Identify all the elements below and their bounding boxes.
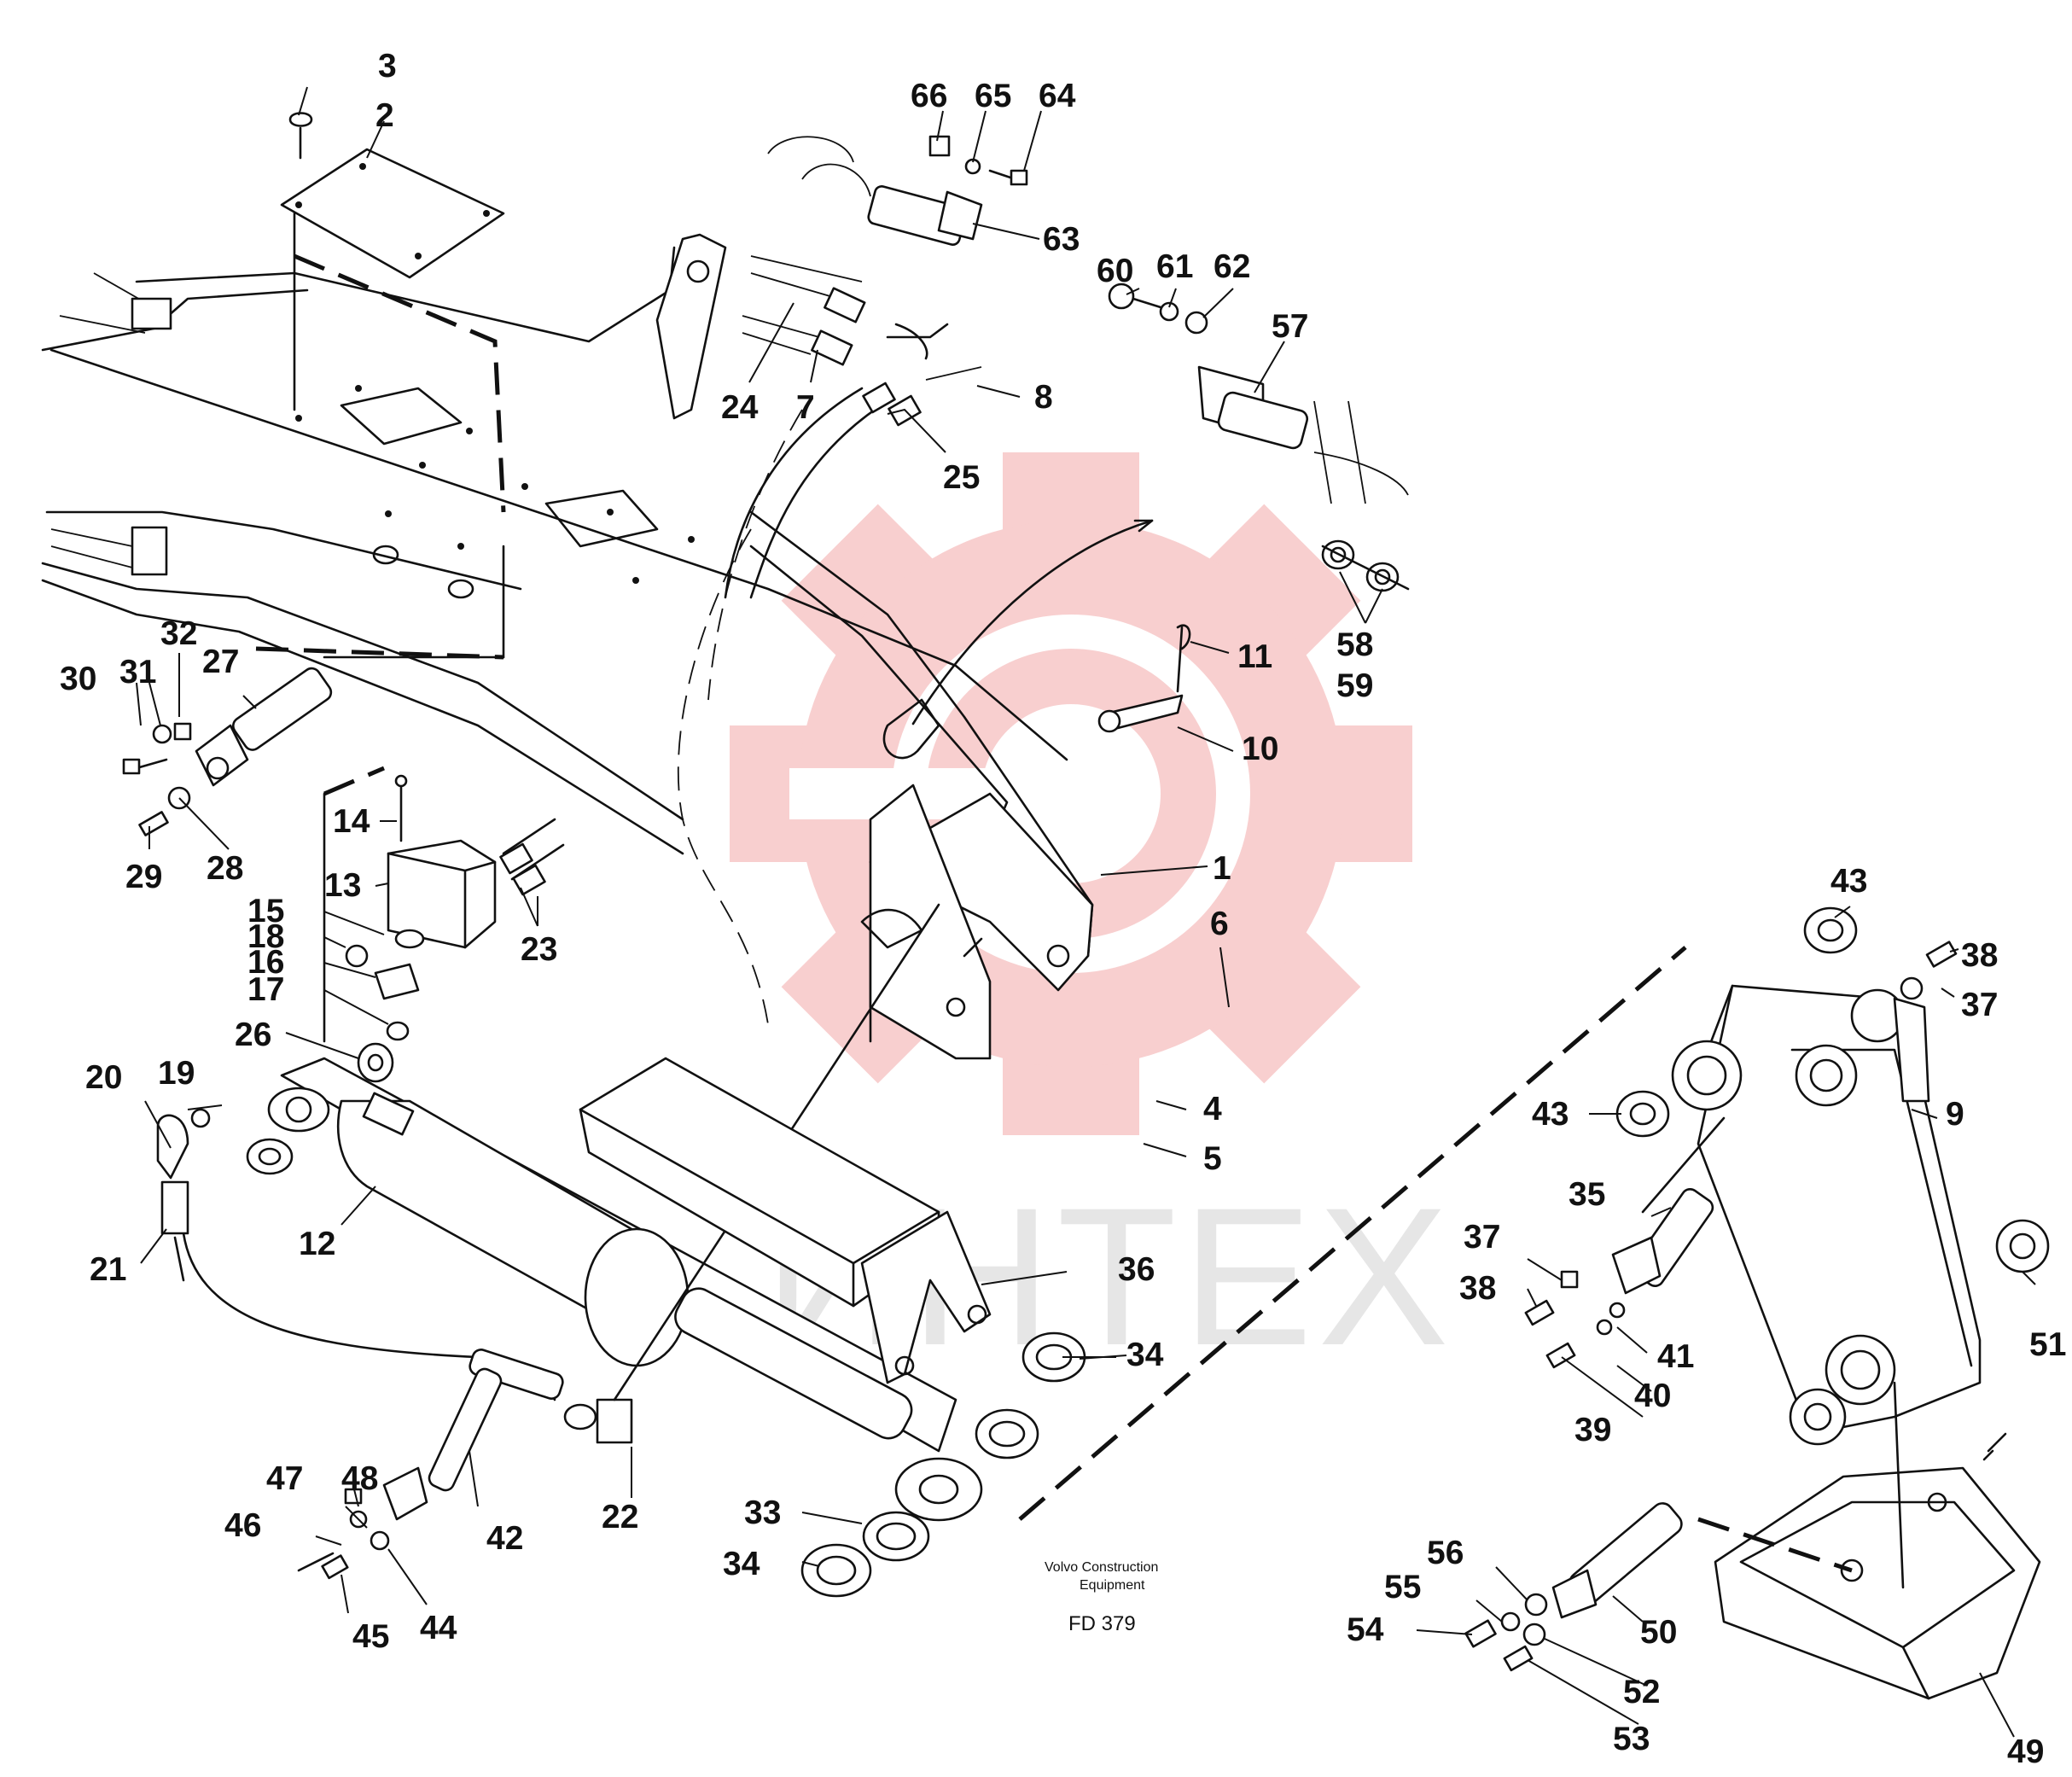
callout-48: 48: [341, 1460, 378, 1497]
callout-62: 62: [1214, 248, 1250, 285]
callout-61: 61: [1156, 248, 1193, 285]
callout-10: 10: [1242, 731, 1278, 767]
callout-16: 16: [247, 944, 284, 981]
callout-26: 26: [235, 1017, 271, 1053]
callout-41: 41: [1657, 1338, 1694, 1375]
callout-31: 31: [119, 654, 156, 690]
callout-65: 65: [975, 78, 1011, 114]
pin-42: [297, 1367, 503, 1580]
pin-63: [767, 135, 1028, 246]
callout-56: 56: [1427, 1535, 1464, 1571]
callout-38-mid: 38: [1459, 1270, 1496, 1307]
callout-22: 22: [602, 1499, 638, 1535]
figure-code: FD 379: [1068, 1612, 1136, 1635]
callout-50: 50: [1640, 1614, 1677, 1651]
callout-9: 9: [1946, 1096, 1964, 1133]
callout-27: 27: [202, 644, 239, 680]
caption-company-line2: Equipment: [1080, 1578, 1145, 1593]
callout-13: 13: [324, 867, 361, 904]
callout-55: 55: [1384, 1569, 1421, 1605]
callout-59: 59: [1336, 667, 1373, 704]
leader-lines: [136, 86, 2036, 1738]
callout-37-mid: 37: [1464, 1219, 1500, 1256]
callout-37-top: 37: [1961, 987, 1998, 1023]
callout-33: 33: [744, 1494, 781, 1531]
callout-51: 51: [2029, 1326, 2066, 1363]
callout-34-lower: 34: [723, 1546, 760, 1582]
callout-49: 49: [2007, 1733, 2044, 1770]
callout-40: 40: [1634, 1378, 1671, 1414]
callout-14: 14: [333, 803, 370, 840]
callout-29: 29: [125, 859, 162, 895]
callout-43-top: 43: [1830, 863, 1867, 900]
callout-54: 54: [1347, 1611, 1384, 1648]
callout-28: 28: [207, 850, 243, 887]
callout-64: 64: [1039, 78, 1076, 114]
main-frame: [41, 233, 1191, 1060]
callout-5: 5: [1203, 1140, 1222, 1177]
callout-7: 7: [796, 389, 815, 426]
bracket-57: [1108, 283, 1410, 592]
cylinder-12: [156, 903, 983, 1522]
callout-57: 57: [1272, 308, 1308, 345]
callout-20: 20: [85, 1059, 122, 1096]
frame-9: [1524, 906, 2050, 1446]
callout-2: 2: [375, 97, 394, 134]
callout-4: 4: [1203, 1091, 1222, 1127]
callout-3: 3: [378, 48, 397, 84]
callout-60: 60: [1097, 253, 1133, 289]
callout-36: 36: [1118, 1251, 1155, 1288]
callout-24: 24: [721, 389, 759, 426]
callout-11: 11: [1237, 638, 1272, 675]
callout-30: 30: [60, 661, 96, 697]
bar-36: [579, 946, 1687, 1598]
callout-12: 12: [299, 1226, 335, 1262]
callout-44: 44: [420, 1610, 457, 1646]
callout-63: 63: [1043, 221, 1080, 258]
callout-35: 35: [1569, 1176, 1605, 1213]
callout-47: 47: [266, 1460, 303, 1497]
callout-39: 39: [1574, 1412, 1611, 1448]
callout-42: 42: [486, 1520, 523, 1557]
callout-43-left: 43: [1532, 1096, 1569, 1133]
callout-18: 18: [247, 918, 284, 955]
callout-38-top: 38: [1961, 937, 1998, 974]
callout-6: 6: [1210, 906, 1229, 942]
bracket-49: [1464, 1381, 2041, 1700]
callout-46: 46: [224, 1507, 261, 1544]
callout-45: 45: [352, 1618, 389, 1655]
callout-1: 1: [1213, 850, 1231, 887]
watermark-gear-logo: [730, 452, 1412, 1135]
callout-19: 19: [158, 1055, 195, 1092]
callout-25: 25: [943, 459, 980, 496]
caption-company-line1: Volvo Construction: [1045, 1560, 1158, 1575]
callout-66: 66: [911, 78, 947, 114]
callout-23: 23: [521, 931, 557, 968]
pin-27: [122, 667, 333, 836]
callout-52: 52: [1623, 1674, 1660, 1710]
callout-labels: 3 2 66 65 64 63 60 61 62 57 24 7 8 25 58…: [60, 48, 2066, 1770]
callout-58: 58: [1336, 626, 1373, 663]
callout-32: 32: [160, 615, 197, 652]
cover-plate: [280, 112, 506, 513]
valve-block: [255, 646, 565, 1043]
callout-21: 21: [90, 1251, 126, 1288]
callout-8: 8: [1034, 379, 1053, 416]
callout-34-upper: 34: [1126, 1337, 1164, 1373]
callout-17: 17: [247, 971, 284, 1008]
callout-53: 53: [1613, 1721, 1650, 1757]
callout-15: 15: [247, 893, 284, 929]
